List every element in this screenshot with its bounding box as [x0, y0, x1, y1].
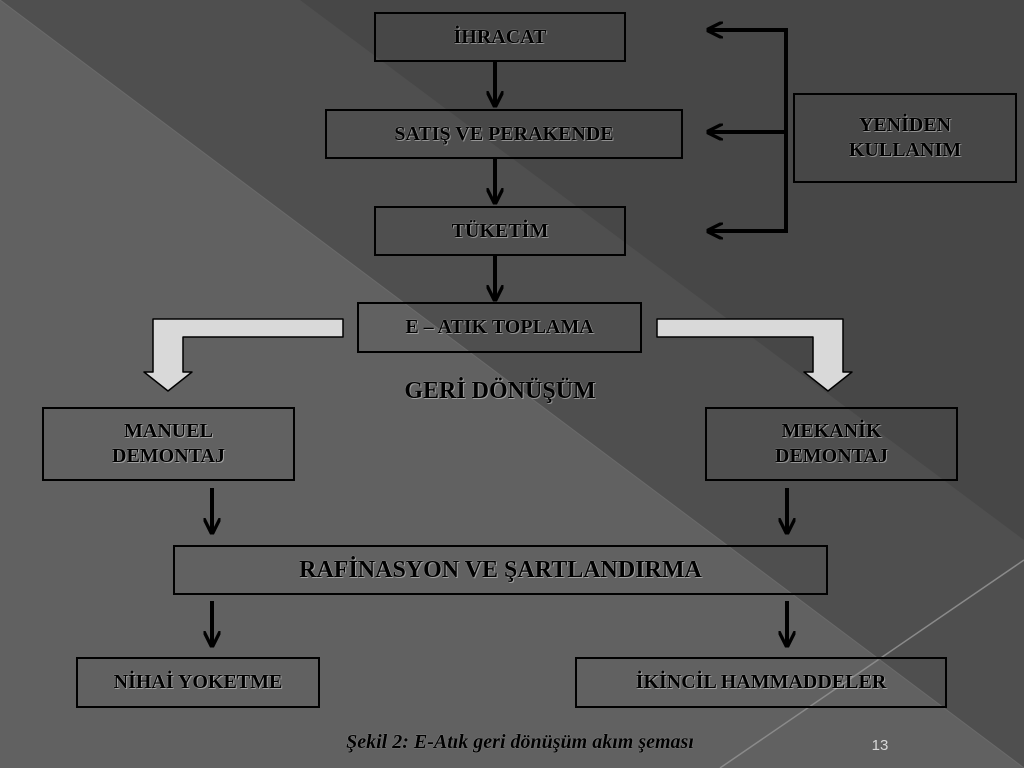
hollow-arrow-left	[143, 318, 344, 392]
node-tuketim: TÜKETİM	[374, 206, 626, 256]
node-e-atik-toplama: E – ATIK TOPLAMA	[357, 302, 642, 353]
node-yeniden-kullanim: YENİDEN KULLANIM	[793, 93, 1017, 183]
node-manuel-demontaj: MANUEL DEMONTAJ	[42, 407, 295, 481]
page-number: 13	[871, 737, 889, 754]
figure-caption: Şekil 2: E-Atık geri dönüşüm akım şeması	[346, 731, 694, 753]
node-nihai-yoketme: NİHAİ YOKETME	[76, 657, 320, 708]
label-geri-donusum: GERİ DÖNÜŞÜM	[404, 378, 596, 404]
node-ikincil-hammaddeler: İKİNCİL HAMMADDELER	[575, 657, 947, 708]
hollow-arrow-right	[656, 318, 853, 392]
node-ihracat: İHRACAT	[374, 12, 626, 62]
node-mekanik-demontaj: MEKANİK DEMONTAJ	[705, 407, 958, 481]
node-rafinasyon-ve-sartlandirma: RAFİNASYON VE ŞARTLANDIRMA	[173, 545, 828, 595]
node-satis-ve-perakende: SATIŞ VE PERAKENDE	[325, 109, 683, 159]
